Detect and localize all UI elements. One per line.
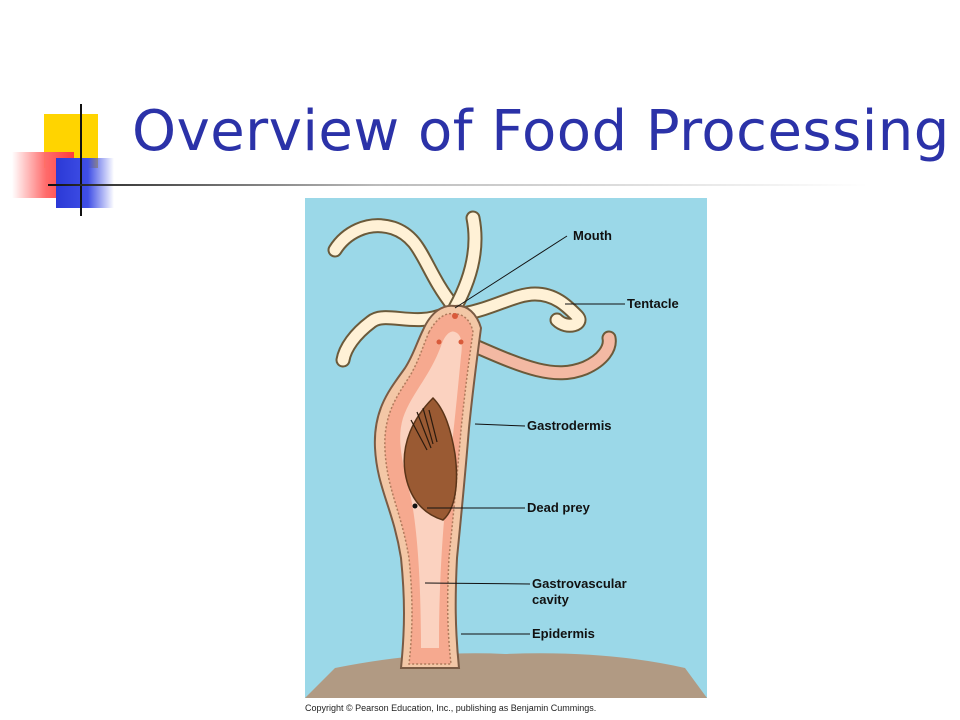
title-underline-rule	[48, 184, 868, 186]
label-gastrodermis: Gastrodermis	[527, 418, 612, 433]
diagram-background	[305, 198, 707, 698]
tentacles	[327, 210, 617, 381]
label-dead-prey: Dead prey	[527, 500, 591, 515]
label-gastrovascular: Gastrovascular	[532, 576, 627, 591]
title-decoration	[0, 90, 868, 220]
vertical-rule	[80, 104, 82, 216]
blue-square-decoration	[56, 158, 114, 208]
label-mouth: Mouth	[573, 228, 612, 243]
hydra-diagram: Mouth Tentacle Gastrodermis Dead prey Ga…	[305, 198, 707, 698]
mouth-mark-2	[436, 339, 442, 345]
dead-prey	[403, 396, 458, 521]
prey-marker	[412, 503, 418, 509]
copyright-notice: Copyright © Pearson Education, Inc., pub…	[305, 703, 597, 713]
label-tentacle: Tentacle	[627, 296, 679, 311]
label-cavity: cavity	[532, 592, 570, 607]
mouth-mark	[452, 313, 458, 319]
slide-title: Overview of Food Processing	[132, 99, 950, 164]
leader-lines	[424, 235, 625, 635]
mouth-mark-3	[458, 339, 464, 345]
hydra-illustration: Mouth Tentacle Gastrodermis Dead prey Ga…	[305, 198, 707, 698]
prey-appendages	[410, 407, 438, 451]
label-epidermis: Epidermis	[532, 626, 595, 641]
